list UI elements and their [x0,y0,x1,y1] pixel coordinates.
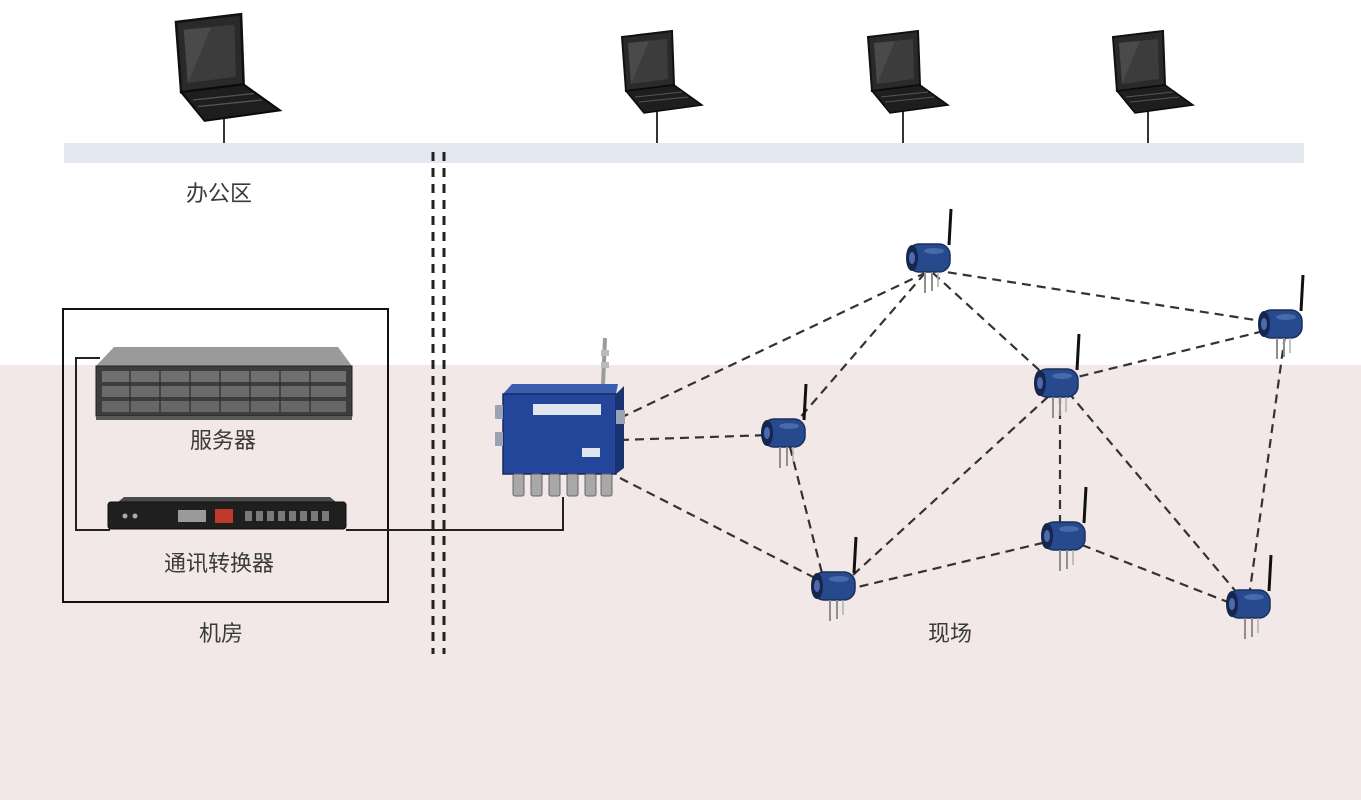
converter-gateway-cable [346,497,564,531]
converter-label: 通讯转换器 [164,552,274,577]
machine-room-label: 机房 [199,622,243,647]
laptop-connectors [223,110,1149,143]
zone-divider [431,152,446,654]
server-converter-cable [75,357,110,531]
wireless-links [619,268,1287,608]
field-zone-label: 现场 [928,622,972,647]
wireless-gateway-icon [495,337,625,497]
office-network-bar [64,143,1304,163]
machine-room-box [62,308,389,603]
rack-server-icon [95,347,353,420]
converter-icon [107,497,347,530]
server-label: 服务器 [190,429,256,454]
office-zone-label: 办公区 [186,182,252,207]
